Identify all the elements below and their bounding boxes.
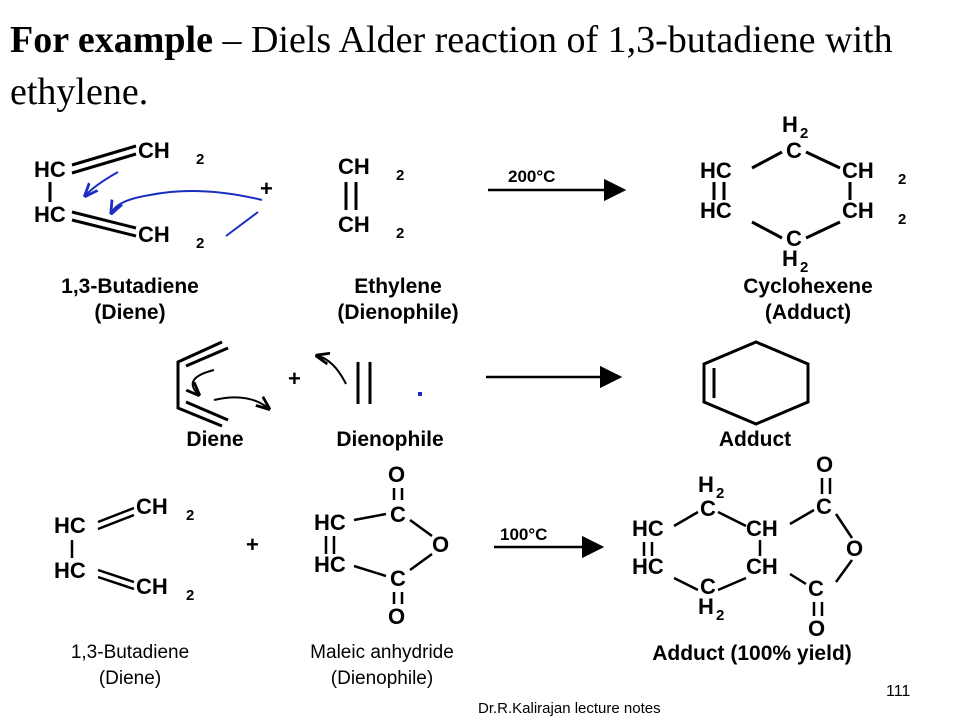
electron-arrow [86,171,119,195]
product-name: Adduct (100% yield) [652,642,852,665]
atom-o: O [388,462,405,487]
atom-c: C [786,226,802,251]
dienophile-role: (Dienophile) [331,668,433,689]
atom-hc: HC [34,157,66,182]
atom-ch: CH [746,554,778,579]
atom-hc: HC [700,198,732,223]
electron-arrow [225,211,259,237]
atom-o: O [388,604,405,629]
diene-role: (Diene) [94,301,165,324]
dienophile-role: (Dienophile) [337,301,458,324]
dienophile-name: Ethylene [354,275,442,298]
atom-c: C [390,566,406,591]
condition-label: 200°C [508,167,555,186]
atom-c: C [390,502,406,527]
atom-ch: CH [138,222,170,247]
atom-h: H [782,246,798,271]
product-name: Cyclohexene [743,275,873,298]
atom-c: C [816,494,832,519]
atom-c: C [808,576,824,601]
subscript: 2 [186,587,194,604]
plus-sign: + [288,366,301,391]
diene-name: 1,3-Butadiene [61,275,199,298]
atom-ch: CH [338,212,370,237]
atom-ch: CH [842,198,874,223]
page-number: 111 [886,683,911,700]
dienophile-label: Dienophile [336,428,443,451]
atom-ch: CH [138,138,170,163]
atom-c: C [700,496,716,521]
diene-role: (Diene) [99,668,161,689]
diene-label: Diene [186,428,243,451]
subscript: 2 [800,259,808,276]
atom-ch: CH [842,158,874,183]
atom-h: H [698,594,714,619]
subscript: 2 [186,507,194,524]
atom-hc: HC [34,202,66,227]
atom-c: C [700,574,716,599]
dienophile-name: Maleic anhydride [310,642,454,663]
diene-skeletal [176,340,268,428]
maleic-anhydride-structure: O C HC O HC C O [314,462,449,629]
atom-hc: HC [700,158,732,183]
subscript: 2 [716,607,724,624]
product-role: (Adduct) [765,301,851,324]
atom-o: O [808,616,825,641]
atom-hc: HC [54,513,86,538]
atom-h: H [698,472,714,497]
adduct-structure: H 2 C HC CH HC CH C H 2 O C O C O [632,452,863,641]
subscript: 2 [196,235,204,252]
subscript: 2 [800,125,808,142]
title-lead: For example [10,19,213,61]
subscript: 2 [196,151,204,168]
atom-ch: CH [338,154,370,179]
butadiene-structure-2: HC CH 2 HC CH 2 [54,494,194,604]
title-text: – Diels Alder reaction of 1,3-butadiene … [10,19,893,113]
plus-sign: + [246,532,259,557]
atom-ch: CH [746,516,778,541]
electron-arrow [112,190,263,212]
subscript: 2 [716,485,724,502]
subscript: 2 [396,225,404,242]
diene-name: 1,3-Butadiene [71,642,189,663]
atom-hc: HC [314,552,346,577]
atom-h: H [782,112,798,137]
subscript: 2 [898,211,906,228]
footer-notes: Dr.R.Kalirajan lecture notes [478,700,661,717]
subscript: 2 [898,171,906,188]
ethylene-structure: CH 2 CH 2 [338,154,404,242]
atom-o: O [432,532,449,557]
subscript: 2 [396,167,404,184]
atom-hc: HC [632,516,664,541]
adduct-skeletal [702,340,810,426]
atom-hc: HC [54,558,86,583]
atom-ch: CH [136,574,168,599]
plus-sign: + [260,176,273,201]
atom-c: C [786,138,802,163]
slide-title: For example – Diels Alder reaction of 1,… [10,14,950,118]
atom-o: O [816,452,833,477]
condition-label: 100°C [500,525,547,544]
atom-ch: CH [136,494,168,519]
dienophile-skeletal [318,356,422,404]
butadiene-structure-1: HC CH 2 HC CH 2 [34,138,263,252]
atom-hc: HC [314,510,346,535]
atom-hc: HC [632,554,664,579]
cyclohexene-structure: H 2 C HC CH 2 HC CH 2 C H 2 [700,112,906,276]
product-label: Adduct [719,428,791,451]
atom-o: O [846,536,863,561]
